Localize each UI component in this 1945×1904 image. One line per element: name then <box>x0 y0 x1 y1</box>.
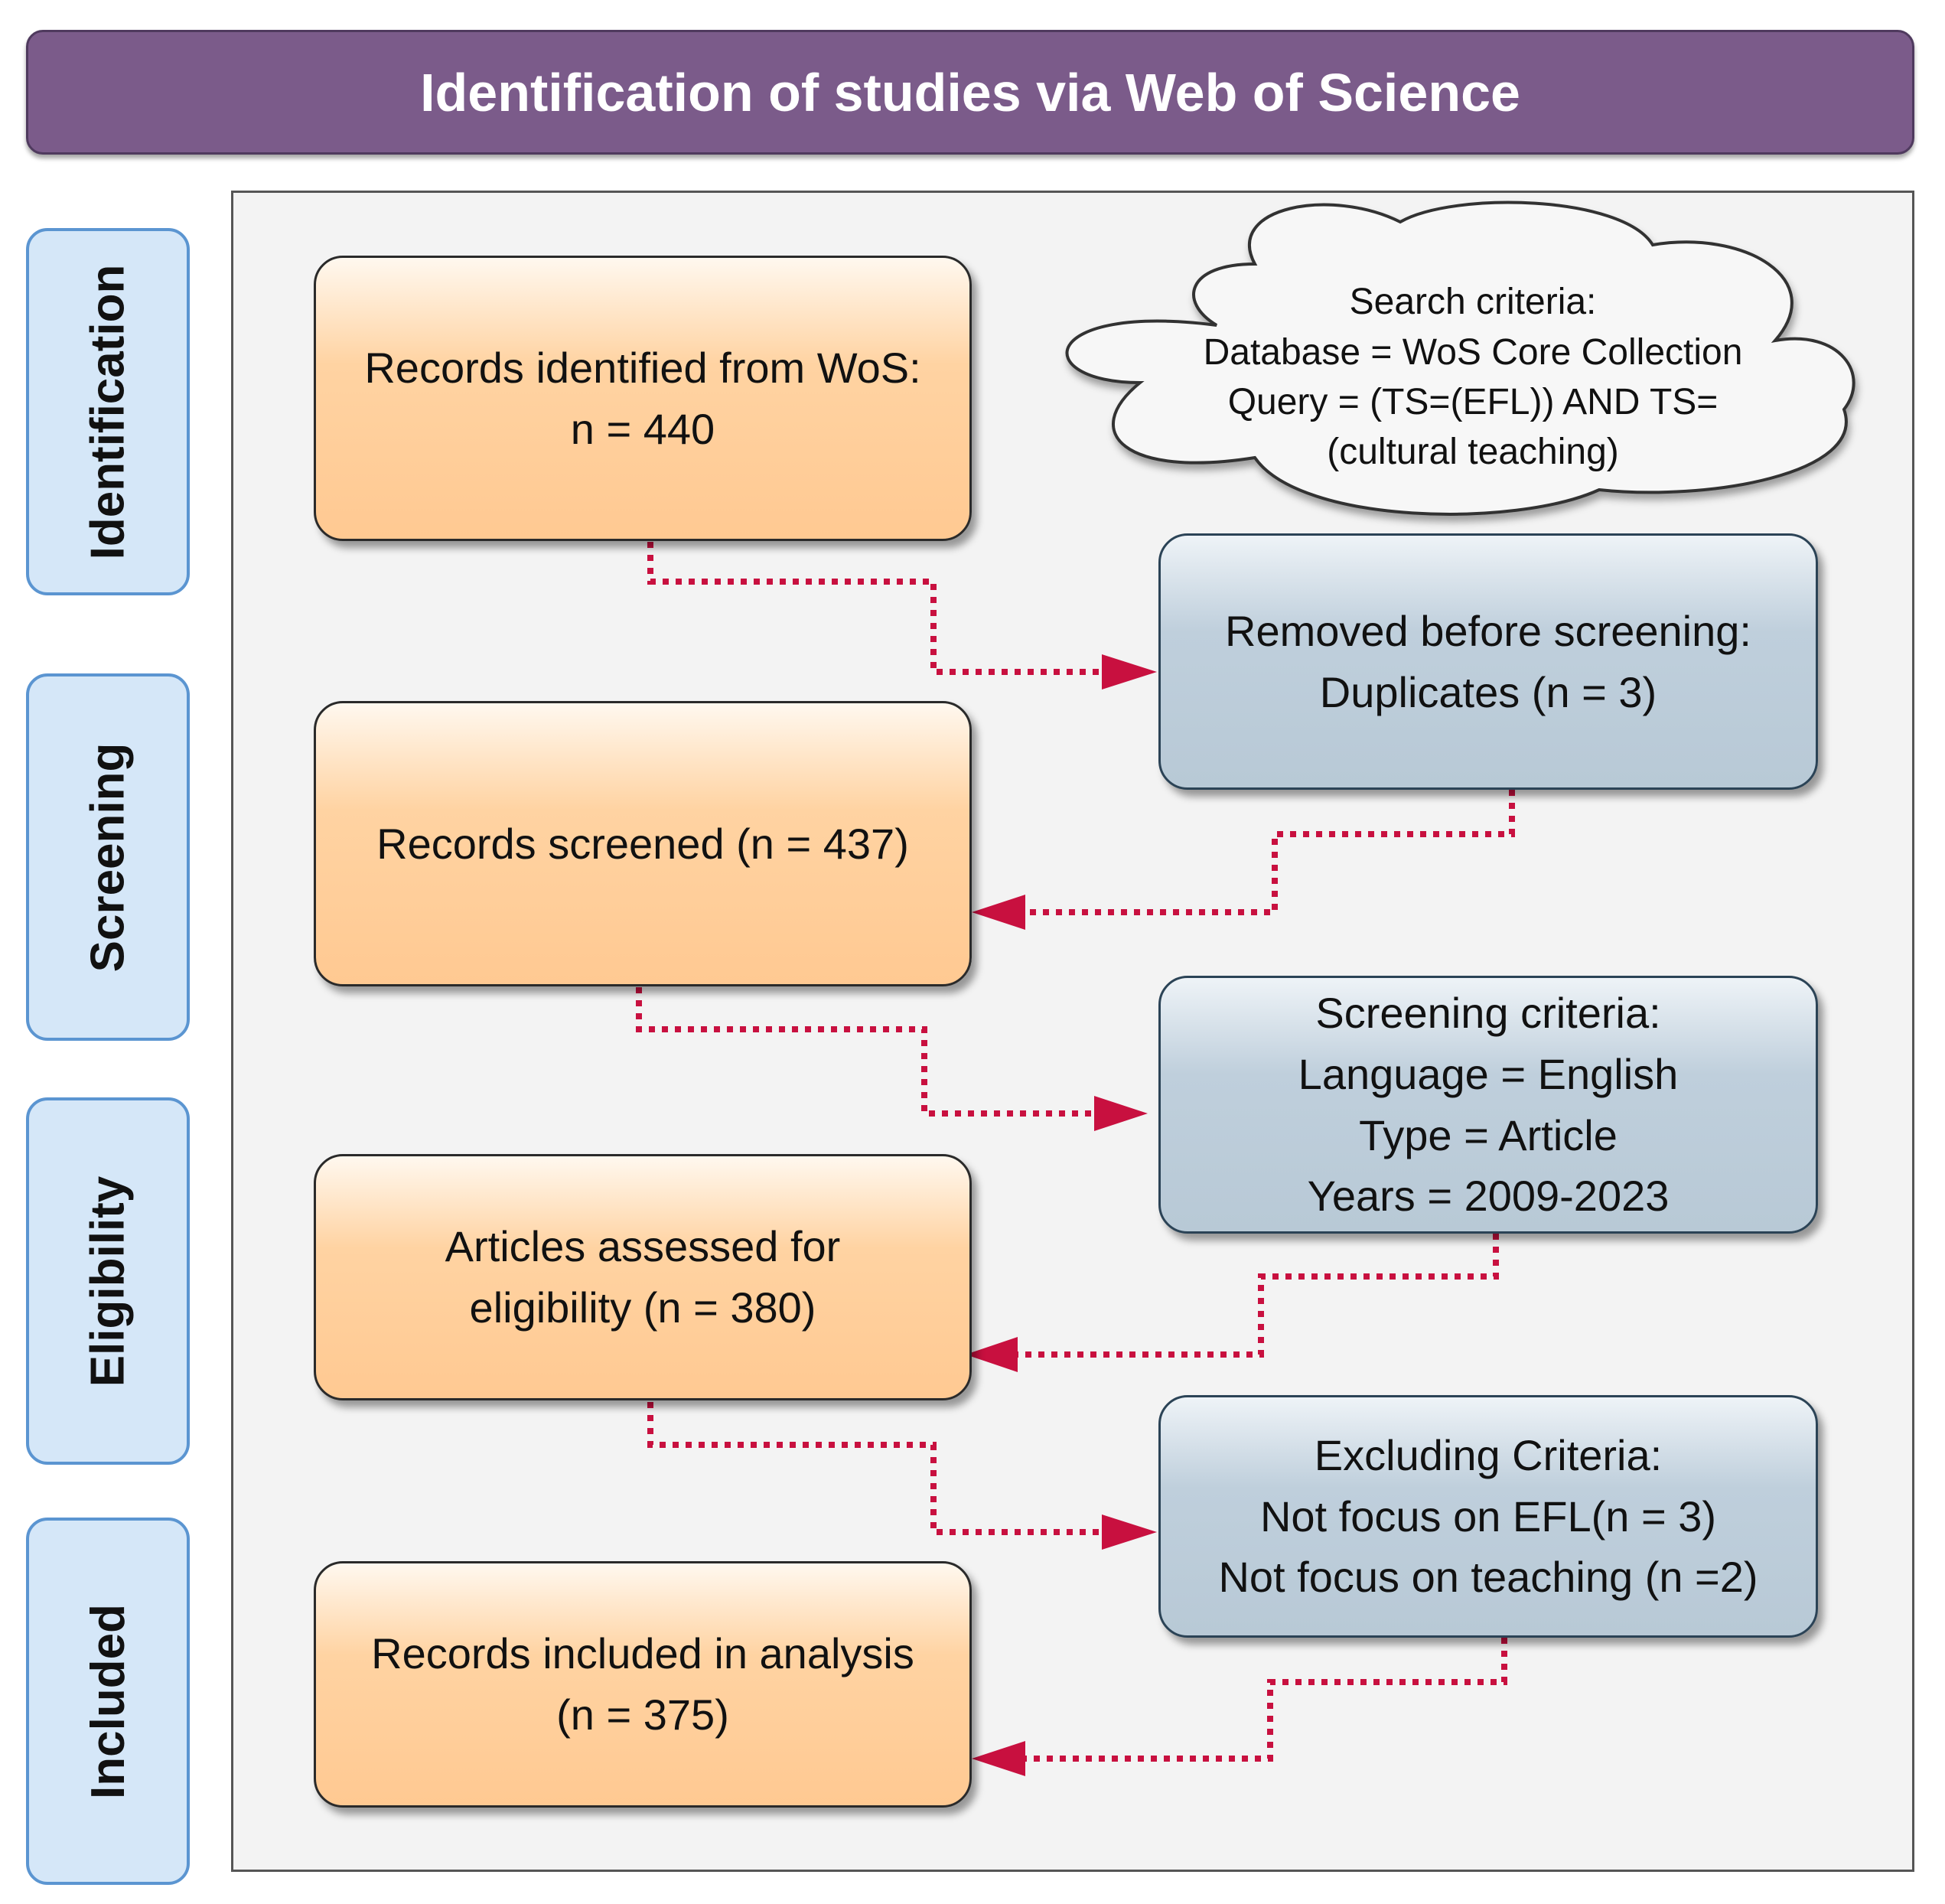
box-articles-eligibility: Articles assessed for eligibility (n = 3… <box>314 1154 972 1400</box>
arrow-to-included <box>1018 1638 1507 1762</box>
box-line: Removed before screening: <box>1225 606 1751 655</box>
box-records-included: Records included in analysis (n = 375) <box>314 1561 972 1808</box>
box-line: Language = English <box>1298 1049 1679 1098</box>
box-line: Screening criteria: <box>1315 989 1661 1038</box>
arrowhead <box>972 1741 1025 1776</box>
box-line: Not focus on EFL(n = 3) <box>1259 1492 1717 1540</box>
box-records-screened: Records screened (n = 437) <box>314 701 972 986</box>
box-line: Excluding Criteria: <box>1314 1431 1663 1480</box>
header-banner: Identification of studies via Web of Sci… <box>26 30 1914 155</box>
box-line: Years = 2009-2023 <box>1307 1172 1670 1221</box>
box-line: Records included in analysis <box>371 1629 914 1678</box>
stage-included: Included <box>26 1518 190 1885</box>
arrow-to-excluding <box>647 1402 1102 1535</box>
stage-eligibility: Eligibility <box>26 1097 190 1465</box>
box-screening-criteria: Screening criteria: Language = English T… <box>1158 976 1818 1234</box>
arrowhead <box>966 1337 1018 1372</box>
stage-identification: Identification <box>26 228 190 595</box>
box-line: Not focus on teaching (n =2) <box>1218 1553 1758 1602</box>
box-removed-before-screening: Removed before screening: Duplicates (n … <box>1158 533 1818 790</box>
box-excluding-criteria: Excluding Criteria: Not focus on EFL(n =… <box>1158 1395 1818 1638</box>
arrowhead <box>1094 1096 1148 1131</box>
cloud-line: (cultural teaching) <box>1327 432 1619 473</box>
box-line: Type = Article <box>1359 1110 1618 1159</box>
arrow-to-eligibility <box>1008 1234 1499 1358</box>
box-line: Articles assessed for <box>445 1222 841 1271</box>
arrow-to-removed <box>647 542 1102 675</box>
box-line: Records screened (n = 437) <box>376 819 909 868</box>
arrowhead <box>1102 1514 1157 1550</box>
arrowhead <box>972 895 1025 930</box>
header-title: Identification of studies via Web of Sci… <box>420 62 1520 122</box>
arrowhead <box>1102 654 1157 690</box>
arrow-to-screening-criteria <box>636 987 1099 1117</box>
box-line: eligibility (n = 380) <box>469 1283 816 1332</box>
search-criteria-cloud: Search criteria: Database = WoS Core Col… <box>1071 274 1875 481</box>
cloud-line: Search criteria: <box>1349 282 1597 323</box>
box-line: n = 440 <box>570 404 715 453</box>
box-line: Duplicates (n = 3) <box>1319 667 1657 716</box>
search-cloud-shape <box>1065 201 1855 516</box>
box-records-identified: Records identified from WoS: n = 440 <box>314 256 972 541</box>
cloud-line: Query = (TS=(EFL)) AND TS= <box>1227 382 1719 422</box>
arrow-to-screened <box>1018 790 1515 915</box>
box-line: (n = 375) <box>556 1690 729 1739</box>
cloud-line: Database = WoS Core Collection <box>1203 331 1743 373</box>
box-line: Records identified from WoS: <box>364 343 921 392</box>
stage-screening: Screening <box>26 673 190 1041</box>
